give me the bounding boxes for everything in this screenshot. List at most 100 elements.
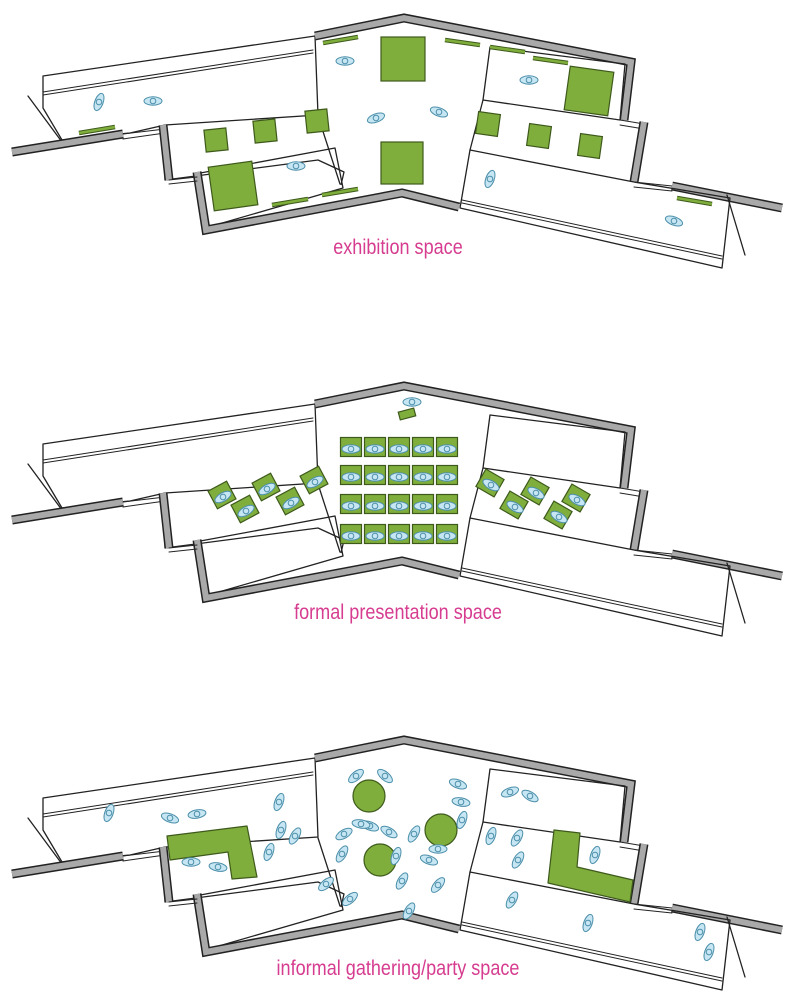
person-head [346, 895, 354, 903]
display-shelf-left [78, 125, 116, 135]
guest-33 [511, 851, 525, 869]
glass-entry-left-b [122, 500, 166, 508]
person-head [277, 826, 285, 834]
guest-15 [348, 768, 364, 784]
door-swing-right [726, 194, 746, 256]
person-head [371, 445, 379, 453]
person-head [696, 928, 704, 936]
person-head [511, 503, 519, 511]
audience-r2-c1 [341, 472, 361, 482]
person-head [338, 850, 346, 858]
person-head [357, 820, 365, 828]
audience-left-2 [237, 504, 255, 518]
audience-r1-c2 [365, 444, 385, 454]
visitor-1 [335, 56, 355, 66]
window-line-right-a [461, 199, 723, 257]
wall-stub-right [631, 121, 647, 183]
visitor-4 [366, 112, 386, 124]
glass-entry-left [122, 496, 166, 503]
audience-r4-c4 [413, 531, 433, 541]
audience-r1-c1 [341, 444, 361, 454]
exhibit-block-6 [576, 132, 604, 160]
visitor-2 [93, 92, 105, 112]
door-swing-left [27, 817, 63, 865]
guest-1 [103, 803, 115, 823]
person-head [347, 445, 355, 453]
cocktail-table-2 [424, 813, 458, 847]
caption-formal-presentation: formal presentation space [294, 601, 502, 624]
person-head [591, 851, 599, 859]
wall-bottom-left [194, 171, 460, 234]
person-head [392, 852, 400, 860]
lectern [397, 407, 417, 421]
person-head [395, 473, 403, 481]
display-shelf-top-2 [489, 45, 526, 54]
audience-r4-c3 [389, 531, 409, 541]
person-head [341, 57, 349, 65]
person-head [458, 816, 466, 824]
person-head [513, 834, 521, 842]
display-shelf-top-1 [444, 38, 481, 47]
person-head [419, 502, 427, 510]
guest-36 [582, 913, 594, 933]
person-head [443, 502, 451, 510]
visitor-8 [484, 169, 496, 189]
display-shelf-top-left [322, 35, 359, 45]
person-head [292, 162, 300, 170]
wall-entry-left [11, 131, 124, 155]
person-head [347, 502, 355, 510]
audience-r3-c4 [413, 501, 433, 511]
person-head [287, 499, 295, 507]
window-line-right-b [461, 202, 723, 260]
hall-divider-right [469, 821, 484, 873]
window-line-left-a [42, 771, 314, 815]
audience-r4-c1 [341, 531, 361, 541]
window-line-left-a [42, 49, 314, 93]
person-head [435, 108, 443, 116]
hall-left-edge [164, 493, 345, 554]
hall-divider-right [469, 467, 484, 519]
visitor-3 [143, 96, 163, 106]
plan-informal-gathering [0, 722, 796, 1000]
visitor-5 [429, 106, 449, 118]
person-head [219, 493, 227, 501]
person-head [514, 856, 522, 864]
audience-left-5 [306, 475, 324, 489]
person-head [487, 481, 495, 489]
glass-entry-left [122, 128, 166, 135]
audience-r1-c5 [437, 444, 457, 454]
person-head [419, 473, 427, 481]
presenter [402, 397, 422, 407]
audience-r3-c3 [389, 501, 409, 511]
person-head [95, 98, 103, 106]
person-head [263, 485, 271, 493]
person-head [443, 445, 451, 453]
guest-8 [181, 857, 201, 867]
person-head [670, 217, 678, 225]
audience-right-5 [568, 493, 586, 507]
glass-entry-left-b [122, 854, 166, 862]
person-head [425, 856, 433, 864]
door-swing-right [726, 916, 746, 978]
guest-32 [521, 789, 539, 803]
exhibit-panel-center-bottom [380, 141, 424, 185]
person-head [371, 502, 379, 510]
guest-13 [335, 845, 349, 863]
room-right-wing [459, 871, 731, 991]
person-head [149, 97, 157, 105]
person-head [398, 877, 406, 885]
window-line-right-a [461, 921, 723, 979]
display-shelf-bottom-1 [271, 197, 309, 207]
wall-stub-left [160, 846, 172, 903]
person-head [410, 830, 418, 838]
person-head [352, 772, 360, 780]
guest-37 [694, 922, 706, 942]
person-head [395, 445, 403, 453]
wall-stub-left [160, 124, 172, 181]
person-head [340, 830, 348, 838]
guest-9 [208, 862, 228, 872]
person-head [434, 881, 442, 889]
person-head [265, 848, 273, 856]
room-right-wing [459, 149, 731, 269]
exhibit-panel-center-top [380, 36, 426, 82]
